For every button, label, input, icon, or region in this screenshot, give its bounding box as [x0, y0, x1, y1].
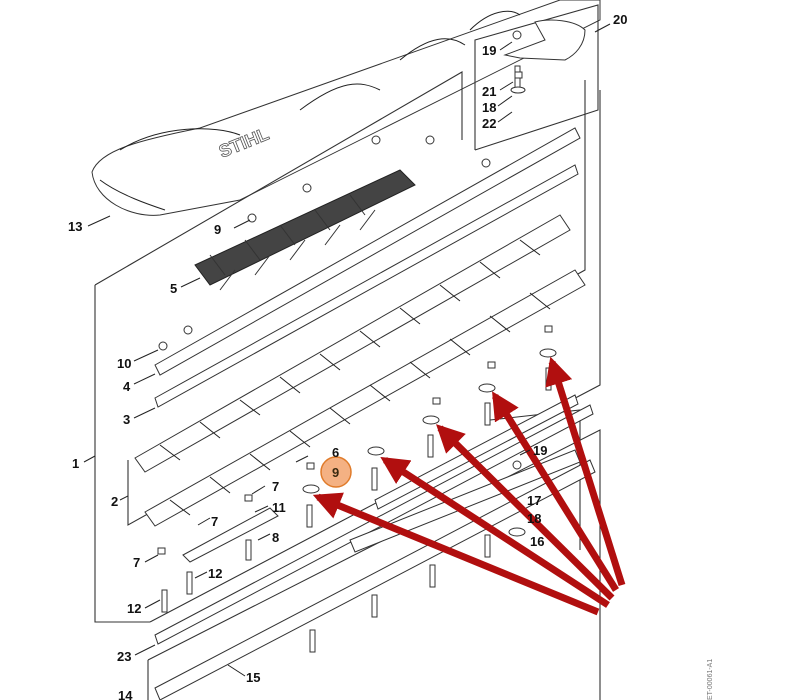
label-16: 16 — [530, 534, 544, 549]
label-19-top: 19 — [482, 43, 496, 58]
label-19-mid: 19 — [533, 443, 547, 458]
label-5: 5 — [170, 281, 177, 296]
part-labels: 13 1 2 3 4 10 5 9 20 19 21 18 22 6 9 7 1… — [68, 12, 627, 700]
highlight-circle-part-9 — [320, 456, 352, 488]
knife-holder-part-5 — [194, 169, 416, 291]
label-8: 8 — [272, 530, 279, 545]
arrow-1 — [312, 492, 600, 616]
red-arrows — [312, 356, 626, 616]
label-9: 9 — [332, 465, 339, 480]
label-3: 3 — [123, 412, 130, 427]
rail-right-upper — [349, 394, 581, 553]
label-18-mid: 18 — [527, 511, 541, 526]
label-7-top: 7 — [272, 479, 279, 494]
arrow-3 — [436, 424, 615, 601]
rail-part-15 — [154, 459, 596, 700]
label-11: 11 — [272, 500, 286, 515]
rail-part-3 — [154, 164, 579, 408]
leader-lines — [83, 23, 611, 677]
reference-code: ET-00061-A1 — [707, 659, 714, 700]
cutting-blade-lower — [144, 269, 586, 527]
label-13: 13 — [68, 219, 82, 234]
arrow-5 — [545, 356, 626, 587]
label-18-top: 18 — [482, 100, 496, 115]
arrow-2 — [380, 456, 610, 608]
cutting-blade-upper — [134, 214, 571, 473]
label-17: 17 — [527, 493, 541, 508]
label-22: 22 — [482, 116, 496, 131]
washers-part-9 — [302, 348, 557, 537]
label-10-upper: 9 — [214, 222, 221, 237]
label-7-mid: 7 — [211, 514, 218, 529]
label-1: 1 — [72, 456, 79, 471]
label-4: 4 — [123, 379, 131, 394]
washer-part-18-top — [510, 86, 526, 94]
label-6: 6 — [332, 445, 339, 460]
label-23: 23 — [117, 649, 131, 664]
rail-part-4 — [154, 127, 581, 376]
rail-part-23 — [154, 404, 594, 645]
label-21: 21 — [482, 84, 496, 99]
label-15: 15 — [246, 670, 260, 685]
deflector-part-20 — [503, 19, 586, 61]
label-12-upper: 12 — [208, 566, 222, 581]
label-14: 14 — [118, 688, 133, 700]
arrow-4 — [492, 391, 619, 592]
label-12-lower: 12 — [127, 601, 141, 616]
label-2: 2 — [111, 494, 118, 509]
plates-part-11 — [182, 507, 279, 563]
label-20: 20 — [613, 12, 627, 27]
blade-guard-part-13: STIHL — [91, 0, 601, 216]
label-10-lower: 10 — [117, 356, 131, 371]
label-7-low: 7 — [133, 555, 140, 570]
